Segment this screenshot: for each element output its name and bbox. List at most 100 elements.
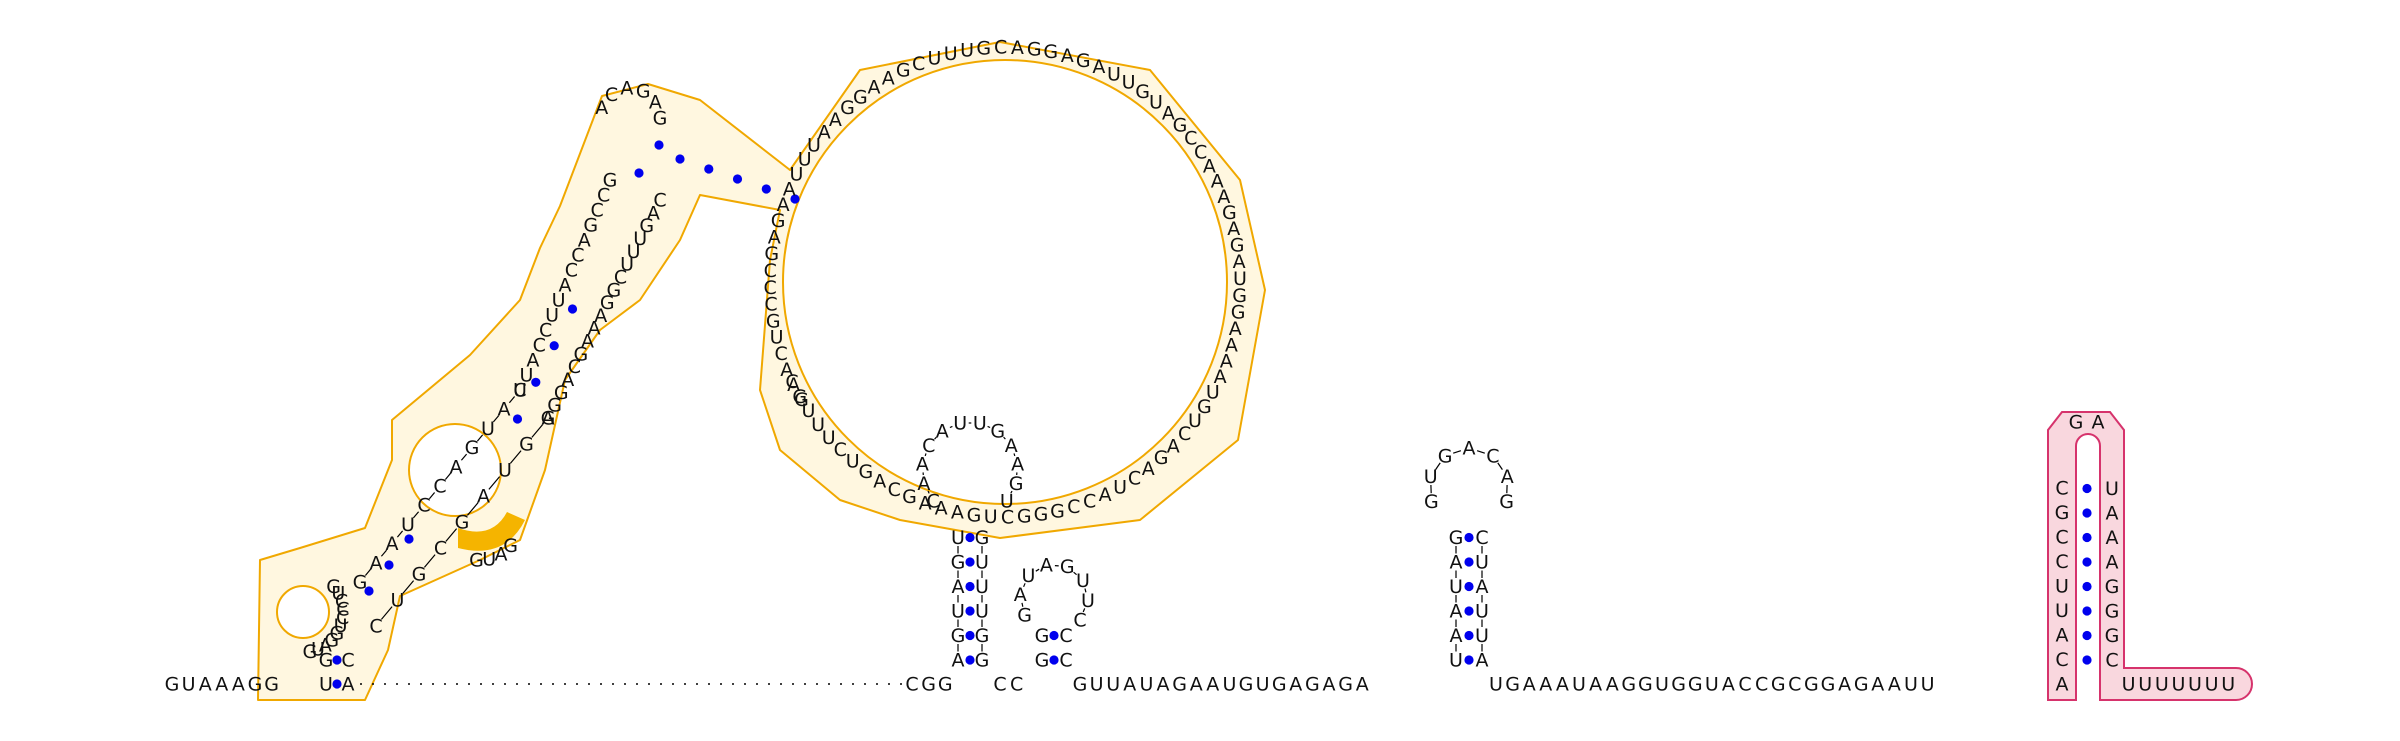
large-loop-base: G	[1034, 504, 1049, 526]
large-loop-base: A	[1214, 366, 1227, 388]
base-pair-dot	[332, 655, 342, 665]
stem-base: U	[627, 241, 641, 263]
large-loop-base: A	[935, 498, 948, 520]
highlighted-base: U	[482, 548, 496, 570]
loop-base: U	[1000, 490, 1014, 512]
stem-base: A	[342, 674, 355, 696]
loop-base: C	[1073, 609, 1086, 631]
backbone-segment	[396, 530, 404, 538]
large-loop-base: G	[792, 386, 807, 408]
large-loop-base: G	[1135, 81, 1150, 103]
backbone-base: G	[1671, 674, 1686, 696]
large-loop-base: G	[766, 310, 781, 332]
stem-base: G	[547, 395, 562, 417]
internal-base: A	[498, 399, 511, 421]
stem-base: A	[578, 230, 591, 252]
loop-base: C	[922, 435, 935, 457]
terminator-stem-base: C	[2105, 650, 2118, 672]
stem-base: C	[571, 245, 584, 267]
backbone-segment	[1023, 583, 1026, 588]
base-pair-dot	[2082, 557, 2092, 567]
large-loop-base: C	[1128, 468, 1141, 490]
large-loop-base: U	[944, 43, 958, 65]
base-pair-dot	[549, 341, 559, 351]
terminator-tail-base: U	[2221, 674, 2235, 696]
backbone-base: A	[1539, 674, 1552, 696]
backbone-base: A	[1589, 674, 1602, 696]
backbone-segment	[1073, 571, 1077, 576]
backbone-base: G	[1239, 674, 1254, 696]
loop-base: U	[973, 413, 987, 435]
backbone-base: G	[1172, 674, 1187, 696]
base-pair-dot	[965, 655, 975, 665]
stem-base: A	[952, 650, 965, 672]
stem-base: U	[545, 305, 559, 327]
large-loop-base: G	[1027, 38, 1042, 60]
backbone-segment	[476, 434, 484, 442]
loop-base: A	[1040, 554, 1053, 576]
backbone-segment	[444, 472, 452, 480]
base-pair-dot	[732, 174, 743, 184]
large-loop-base: A	[1229, 318, 1242, 340]
backbone-segment	[423, 554, 436, 568]
terminator-tail-base: U	[2155, 674, 2169, 696]
stem-base: U	[1449, 650, 1463, 672]
stem-base: U	[975, 552, 989, 574]
backbone-segment	[1013, 453, 1016, 457]
terminator-loop-base: G	[2069, 412, 2084, 434]
middle-loop-inner-outline	[408, 423, 502, 517]
backbone-base: G	[1621, 674, 1636, 696]
backbone-segment	[364, 568, 372, 576]
backbone-base: U	[1090, 674, 1104, 696]
large-loop-base: C	[994, 37, 1007, 59]
stem-base: C	[568, 356, 581, 378]
backbone-base: G	[921, 674, 936, 696]
loop-base: U	[1022, 565, 1036, 587]
base-pair-dot	[965, 581, 975, 592]
stem-base: A	[952, 576, 965, 598]
backbone-segment	[460, 453, 468, 461]
stem-base: A	[581, 331, 594, 353]
large-loop-base: G	[840, 97, 855, 119]
backbone-base: U	[1256, 674, 1270, 696]
loop-base: G	[636, 81, 651, 103]
base-pair-dot	[1049, 655, 1059, 665]
backbone-segment	[1497, 462, 1503, 470]
large-loop-base: A	[1203, 156, 1216, 178]
large-loop-base: C	[1194, 141, 1207, 163]
stem-base: U	[513, 380, 527, 402]
stem-base: U	[1475, 625, 1489, 647]
backbone-base: U	[1921, 674, 1935, 696]
large-loop-base: U	[822, 427, 836, 449]
stem-base: G	[607, 279, 622, 301]
loop-base: G	[324, 629, 339, 651]
stem-base: A	[542, 408, 555, 430]
internal-base: G	[455, 512, 470, 534]
large-loop-base: A	[1225, 335, 1238, 357]
large-loop-base: A	[780, 359, 793, 381]
base-pair-dot	[1464, 655, 1474, 665]
highlighted-base: G	[469, 549, 484, 571]
stem-base: C	[1059, 625, 1072, 647]
loop-base: A	[936, 420, 949, 442]
loop-base: U	[311, 639, 325, 661]
backbone-base: A	[1722, 674, 1735, 696]
backbone-base: C	[1755, 674, 1768, 696]
loop-base: U	[1424, 466, 1438, 488]
backbone-base: A	[1206, 674, 1219, 696]
loop-base: G	[990, 420, 1005, 442]
backbone-base: G	[1338, 674, 1353, 696]
base-pair-dot	[531, 377, 541, 387]
large-loop-base: A	[818, 121, 831, 143]
base-pair-dot	[2082, 508, 2092, 518]
backbone-base: C	[993, 674, 1006, 696]
backbone-base: G	[1804, 674, 1819, 696]
loop-base: C	[336, 607, 349, 629]
large-loop-base: A	[1142, 458, 1155, 480]
backbone-base: C	[1738, 674, 1751, 696]
backbone-segment	[927, 490, 930, 494]
stem-base: G	[951, 552, 966, 574]
loop-base: C	[605, 84, 618, 106]
